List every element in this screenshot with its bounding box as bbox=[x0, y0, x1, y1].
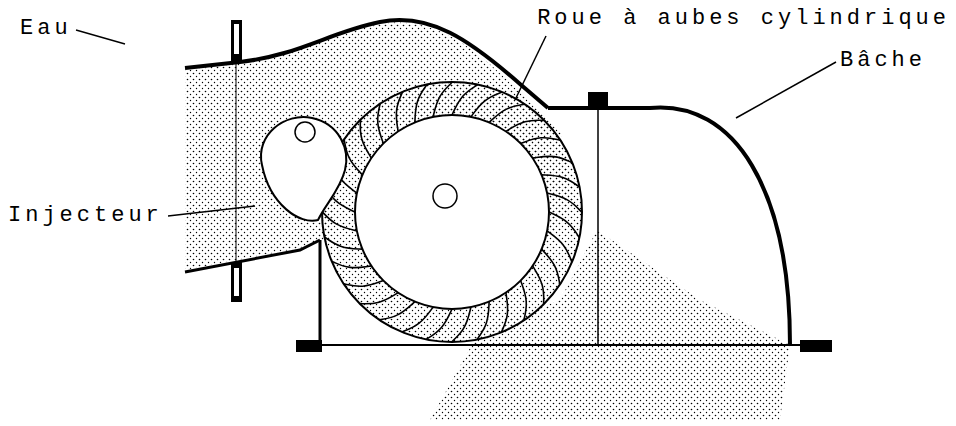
part-label: Roue à aubes cylindrique bbox=[535, 6, 952, 32]
blade bbox=[433, 82, 452, 117]
blade bbox=[426, 309, 452, 339]
blade bbox=[489, 104, 524, 122]
blade bbox=[379, 302, 414, 320]
blade bbox=[549, 212, 579, 238]
flange bbox=[234, 268, 239, 296]
blade bbox=[332, 261, 372, 267]
part-label: Eau bbox=[18, 16, 74, 42]
foot bbox=[800, 340, 832, 352]
blade bbox=[533, 266, 544, 304]
injector-pivot bbox=[295, 122, 315, 142]
blade bbox=[506, 120, 544, 131]
blade bbox=[547, 193, 582, 212]
bache-flange bbox=[588, 92, 608, 110]
blade bbox=[378, 104, 384, 144]
wheel-hub bbox=[433, 184, 457, 208]
flange bbox=[231, 20, 242, 62]
injector bbox=[261, 117, 346, 221]
support bbox=[319, 240, 322, 345]
blade bbox=[396, 92, 402, 132]
part-label: Injecteur bbox=[6, 203, 165, 229]
foot bbox=[296, 340, 322, 352]
blade bbox=[471, 92, 502, 117]
blade bbox=[521, 138, 561, 144]
blade bbox=[521, 281, 527, 321]
blade bbox=[344, 281, 384, 287]
blade bbox=[501, 293, 507, 333]
wheel-outer bbox=[322, 82, 582, 342]
flange bbox=[234, 24, 239, 54]
blade bbox=[360, 120, 371, 158]
blade bbox=[402, 307, 433, 332]
blade bbox=[542, 249, 560, 284]
blade bbox=[452, 85, 478, 115]
blade bbox=[547, 231, 572, 262]
flange-line bbox=[236, 60, 237, 262]
leader-line bbox=[736, 62, 836, 118]
bache-wall bbox=[597, 110, 599, 345]
blade bbox=[360, 293, 398, 304]
blade bbox=[415, 84, 427, 122]
blade bbox=[477, 302, 489, 340]
blade bbox=[452, 307, 471, 342]
blade bbox=[542, 175, 580, 187]
wheel-inner bbox=[355, 115, 549, 309]
flange bbox=[231, 262, 242, 302]
leader-line bbox=[76, 30, 125, 44]
wheel-blades bbox=[322, 82, 582, 342]
blade bbox=[324, 237, 362, 249]
leader-line bbox=[168, 206, 255, 216]
part-label: Bâche bbox=[838, 48, 928, 74]
base bbox=[300, 344, 830, 346]
blade bbox=[533, 156, 573, 162]
leader-line bbox=[515, 36, 546, 100]
pipe-bottom bbox=[185, 240, 320, 272]
blade bbox=[322, 212, 357, 231]
bache bbox=[548, 108, 790, 345]
